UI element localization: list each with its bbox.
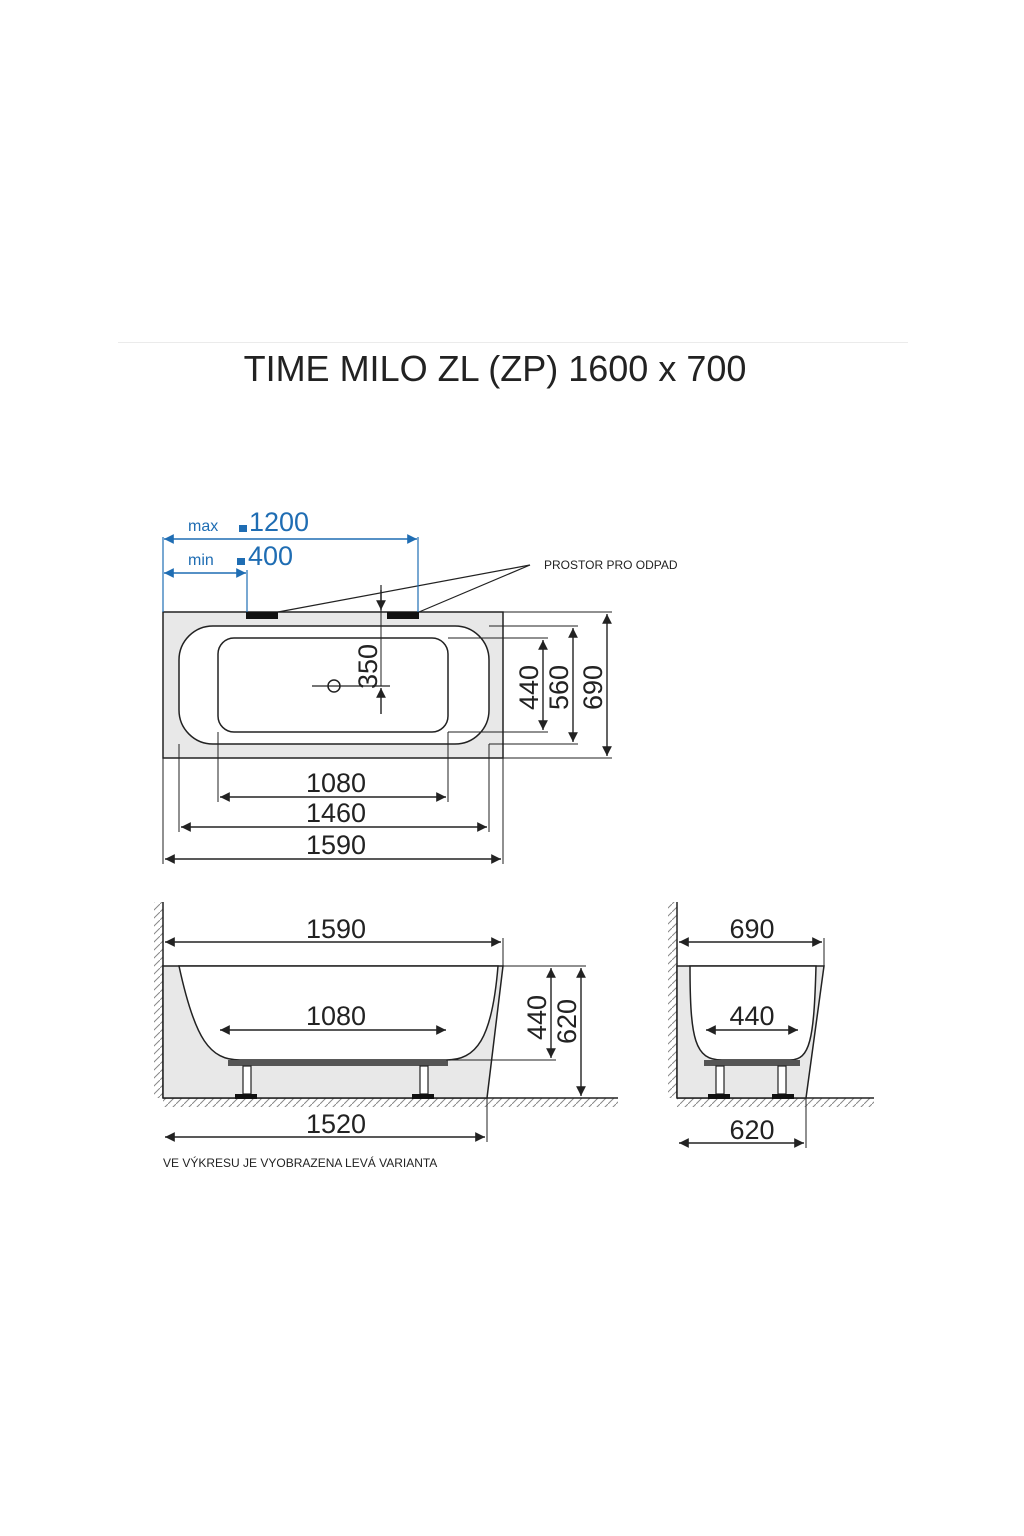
- min-faucet-value: 400: [248, 541, 293, 571]
- outer-length-value: 1590: [306, 830, 366, 860]
- footnote: VE VÝKRESU JE VYOBRAZENA LEVÁ VARIANTA: [163, 1155, 437, 1170]
- total-height-value: 620: [552, 999, 582, 1044]
- waste-slot-left: [246, 612, 278, 619]
- waste-space-label: PROSTOR PRO ODPAD: [544, 558, 678, 572]
- max-label: max: [188, 518, 218, 535]
- base-length-value: 1520: [306, 1109, 366, 1139]
- page-title: TIME MILO ZL (ZP) 1600 x 700: [243, 348, 747, 389]
- header-divider: [118, 342, 908, 343]
- min-label: min: [188, 552, 214, 569]
- tub-leg: [242, 1065, 252, 1095]
- drain-offset-value: 350: [353, 644, 383, 689]
- inner-length-value: 1080: [306, 768, 366, 798]
- rim-width-value: 560: [544, 665, 574, 710]
- tub-leg: [777, 1065, 787, 1095]
- inner-width-value: 440: [514, 665, 544, 710]
- max-faucet-value: 1200: [249, 507, 309, 537]
- side-top-length-value: 1590: [306, 914, 366, 944]
- inner-depth-value: 440: [522, 995, 552, 1040]
- top-view: PROSTOR PRO ODPAD max 1200 min 400 350 4…: [162, 507, 678, 864]
- side-bottom-length-value: 1080: [306, 1001, 366, 1031]
- end-bottom-width-value: 440: [729, 1001, 774, 1031]
- side-view: 1590 1080 440 620 1520 VE VÝKRESU JE VYO…: [154, 902, 618, 1170]
- outer-width-value: 690: [578, 665, 608, 710]
- faucet-icon: [229, 525, 247, 532]
- end-top-width-value: 690: [729, 914, 774, 944]
- tub-leg: [715, 1065, 725, 1095]
- end-base-width-value: 620: [729, 1115, 774, 1145]
- rim-length-value: 1460: [306, 798, 366, 828]
- end-view: 690 440 620: [668, 902, 874, 1148]
- waste-slot-right: [387, 612, 419, 619]
- faucet-icon: [227, 558, 245, 565]
- tub-leg: [419, 1065, 429, 1095]
